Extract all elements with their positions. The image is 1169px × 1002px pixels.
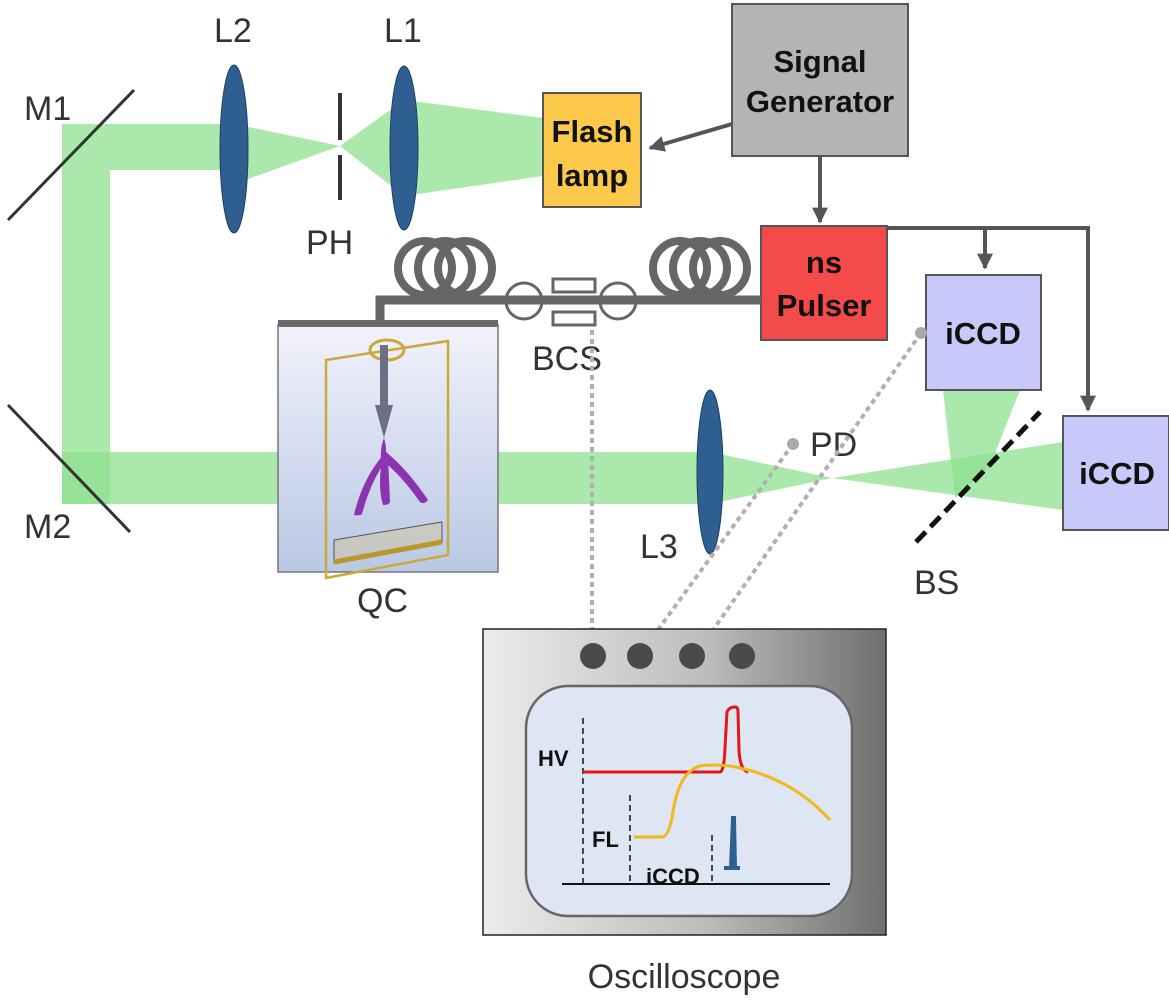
beam-top-iccd xyxy=(943,390,1020,498)
beam-l1-to-flashlamp xyxy=(404,100,543,196)
lens-l1 xyxy=(389,65,419,231)
label-m2: M2 xyxy=(24,508,71,546)
scope-label-iccd: iCCD xyxy=(646,864,700,889)
signal-cables xyxy=(590,330,923,642)
signal-generator-box xyxy=(731,3,909,157)
label-l2: L2 xyxy=(214,12,252,50)
iccd-top-port xyxy=(915,327,927,339)
iccd-top-label: iCCD xyxy=(945,316,1021,351)
plasma-discharge xyxy=(354,438,428,516)
label-l1: L1 xyxy=(384,12,422,50)
bcs-current-sensor xyxy=(504,277,638,327)
signal-generator-label-line1: Signal xyxy=(773,44,866,79)
flash-lamp-label-line1: Flash xyxy=(552,114,633,149)
oscilloscope-screen xyxy=(524,684,854,918)
beam-m1-to-m2 xyxy=(62,170,110,504)
label-ph: PH xyxy=(306,224,353,262)
lens-l3 xyxy=(696,389,724,555)
ns-pulser-label-line2: Pulser xyxy=(777,288,872,323)
iccd-right-label: iCCD xyxy=(1079,456,1155,491)
oscilloscope-knob-2 xyxy=(627,643,653,669)
oscilloscope: HV FL iCCD xyxy=(482,628,887,936)
trigger-wiring xyxy=(648,122,1096,412)
iccd-gate-trace xyxy=(724,816,740,870)
beam-pinhole-to-l1 xyxy=(340,100,404,196)
label-m1: M1 xyxy=(24,90,71,128)
mirror-m1 xyxy=(6,88,136,222)
ns-pulser-label-line1: ns xyxy=(806,245,842,280)
beam-l3-focus xyxy=(710,452,832,504)
lens-l2 xyxy=(219,64,249,234)
label-l3: L3 xyxy=(640,528,678,566)
fl-trace xyxy=(634,763,832,839)
label-qc: QC xyxy=(357,582,408,620)
label-pd: PD xyxy=(810,426,857,464)
beam-m1-to-l2 xyxy=(62,124,234,170)
laser-beams xyxy=(62,100,1063,510)
beam-splitter xyxy=(914,410,1042,544)
beam-to-right-iccd xyxy=(832,442,1063,510)
iccd-top-box xyxy=(925,274,1042,391)
hv-trace xyxy=(583,705,749,774)
iccd-right-box xyxy=(1062,415,1169,531)
scope-label-fl: FL xyxy=(592,827,619,852)
ns-pulser-box xyxy=(760,225,888,341)
scope-label-hv: HV xyxy=(538,746,569,771)
flash-lamp-label-line2: lamp xyxy=(556,158,628,193)
oscilloscope-knob-3 xyxy=(679,643,705,669)
label-bs: BS xyxy=(914,564,959,602)
beam-l2-to-pinhole xyxy=(234,124,340,184)
oscilloscope-knob-4 xyxy=(729,643,755,669)
flash-lamp-box xyxy=(542,92,642,208)
oscilloscope-knob-1 xyxy=(580,643,606,669)
label-oscilloscope: Oscilloscope xyxy=(588,958,781,996)
quartz-cell xyxy=(277,320,499,580)
signal-generator-label-line2: Generator xyxy=(746,84,894,119)
mirror-m2 xyxy=(6,403,132,534)
